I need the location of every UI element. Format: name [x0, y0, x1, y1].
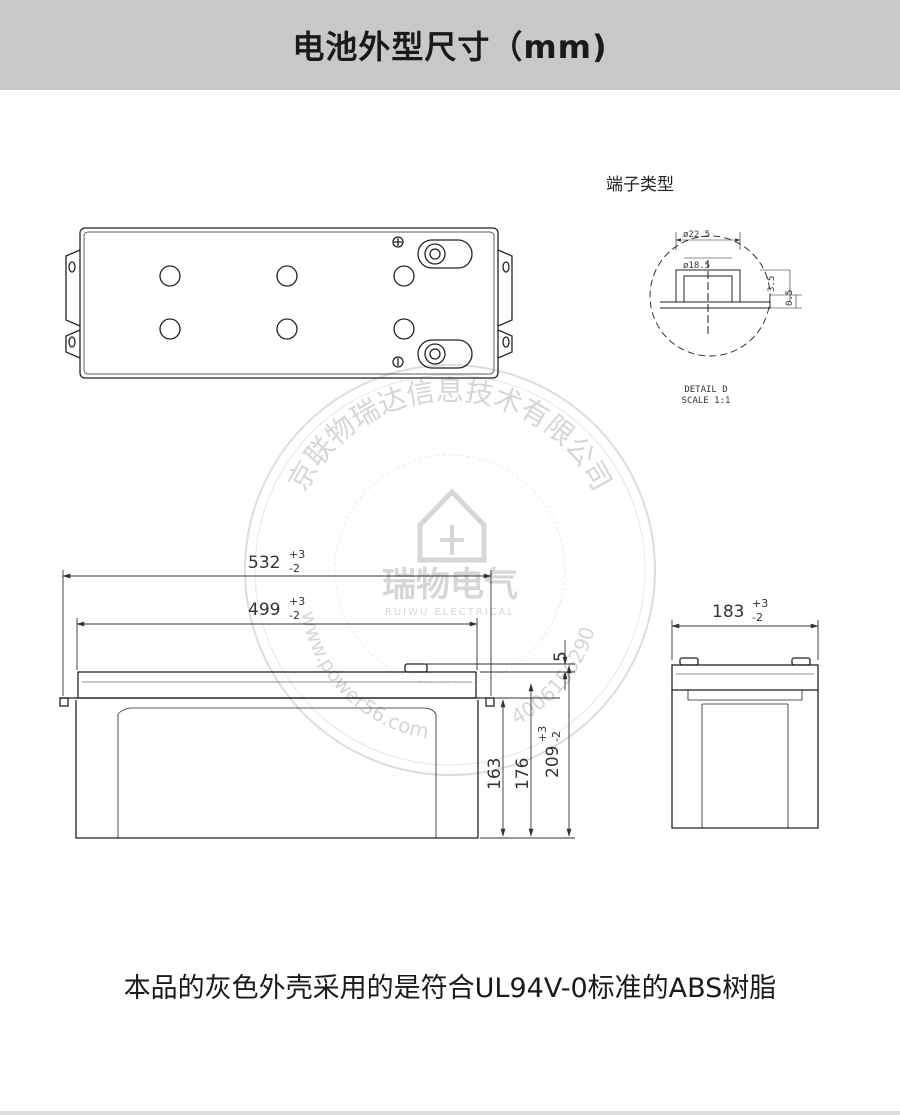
- terminal-height: 3.5: [767, 276, 777, 292]
- dim-width: 183: [712, 602, 744, 622]
- battery-side-view: [671, 657, 819, 829]
- terminal-inner-diameter: ø18.5: [683, 261, 710, 271]
- battery-front-view: [59, 663, 495, 839]
- watermark-logo-icon: [417, 488, 487, 563]
- terminal-detail-label: DETAIL D: [684, 385, 727, 395]
- dim-container-height: 163: [485, 758, 505, 790]
- bottom-divider: [0, 1111, 900, 1115]
- watermark-seal: 京联物瑞达信息技术有限公司 www.power56.com 4006156290…: [244, 364, 656, 776]
- terminal-type-label: 端子类型: [606, 175, 674, 195]
- dim-total-height-tol-minus: -2: [550, 731, 563, 742]
- dim-overall-length-tol-minus: -2: [289, 562, 300, 575]
- dim-body-length-tol-plus: +3: [289, 595, 305, 608]
- material-note: 本品的灰色外壳采用的是符合UL94V-0标准的ABS树脂: [123, 973, 777, 1004]
- dimension-lines-front: [62, 570, 575, 839]
- dimension-lines-side: [671, 620, 819, 660]
- dim-total-height: 209: [543, 746, 563, 778]
- terminal-outer-diameter: ø22.5: [683, 230, 710, 240]
- dim-body-length-tol-minus: -2: [289, 609, 300, 622]
- watermark-brand: 瑞物电气: [382, 565, 518, 605]
- dim-lid-height: 5: [551, 651, 571, 662]
- watermark-company: 京联物瑞达信息技术有限公司: [282, 374, 619, 496]
- watermark-site: www.power56.com: [297, 609, 432, 744]
- dim-overall-length: 532: [248, 553, 280, 573]
- dim-total-height-tol-plus: +3: [536, 726, 549, 742]
- page-title: 电池外型尺寸（mm): [292, 28, 608, 66]
- page-header: 电池外型尺寸（mm): [0, 0, 900, 90]
- terminal-small-dim: 0.5: [785, 290, 795, 306]
- terminal-scale-label: SCALE 1:1: [682, 396, 731, 406]
- dim-width-tol-plus: +3: [752, 597, 768, 610]
- watermark-phone: 4006156290: [507, 624, 600, 730]
- watermark-brand-en: RUIWU ELECTRICAL: [385, 607, 515, 618]
- dim-width-tol-minus: -2: [752, 611, 763, 624]
- battery-dimension-drawing: 京联物瑞达信息技术有限公司 www.power56.com 4006156290…: [59, 227, 819, 839]
- terminal-detail: [649, 232, 802, 357]
- battery-top-view: [65, 227, 513, 379]
- dim-body-length: 499: [248, 600, 280, 620]
- dim-body-height: 176: [513, 758, 533, 790]
- dim-overall-length-tol-plus: +3: [289, 548, 305, 561]
